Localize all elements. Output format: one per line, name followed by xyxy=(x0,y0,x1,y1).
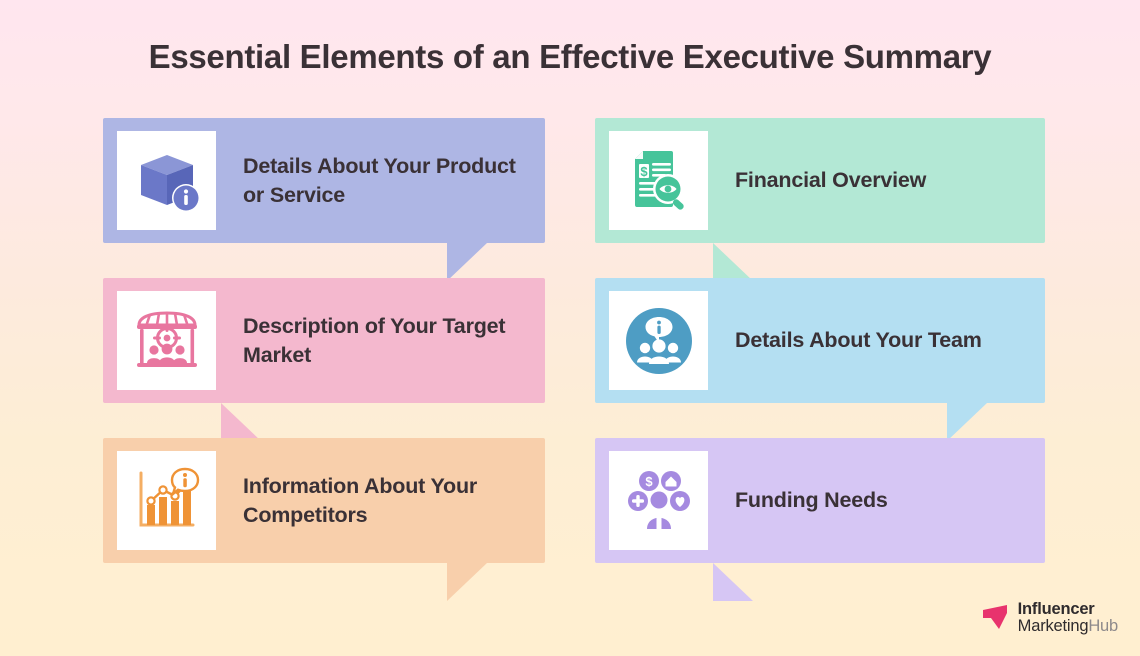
box-info-icon xyxy=(140,154,200,212)
bubble-tail xyxy=(713,563,753,601)
person-benefits-icon: $ xyxy=(627,470,690,529)
team-info-icon xyxy=(625,307,692,374)
card-funding-needs[interactable]: $ Funding Needs xyxy=(595,438,1045,601)
card-target-market[interactable]: Description of Your Target Market xyxy=(103,278,545,441)
storefront-target-icon xyxy=(136,310,197,367)
logo-wordmark: Influencer MarketingHub xyxy=(1017,599,1119,635)
card-competitors-info[interactable]: Information About Your Competitors xyxy=(103,438,545,601)
page-title: Essential Elements of an Effective Execu… xyxy=(148,38,992,75)
card-product-service[interactable]: Details About Your Product or Service xyxy=(103,118,545,281)
logo-hub: Hub xyxy=(1088,616,1118,635)
card-icon-box: $ xyxy=(609,451,708,550)
bubble-tail xyxy=(447,243,487,281)
bubble-tail xyxy=(447,563,487,601)
card-team-details[interactable]: Details About Your Team xyxy=(595,278,1045,441)
card-icon-box xyxy=(117,451,216,550)
card-label: Details About Your Product or Service xyxy=(243,154,516,207)
logo-arrow-icon xyxy=(982,599,1013,636)
svg-text:$: $ xyxy=(640,164,648,179)
card-icon-box: $ xyxy=(609,131,708,230)
logo-line-marketinghub: MarketingHub xyxy=(1017,616,1119,635)
card-icon-box xyxy=(609,291,708,390)
card-financial-overview[interactable]: $ Financial Overview xyxy=(595,118,1045,281)
card-label: Financial Overview xyxy=(735,168,927,193)
svg-text:$: $ xyxy=(645,474,653,489)
brand-logo[interactable]: Influencer MarketingHub xyxy=(982,599,1119,636)
logo-line-influencer: Influencer xyxy=(1017,599,1095,618)
card-icon-box xyxy=(117,291,216,390)
bubble-tail xyxy=(713,243,753,281)
card-label: Details About Your Team xyxy=(735,328,982,353)
bubble-tail xyxy=(221,403,261,441)
logo-marketing: Marketing xyxy=(1017,616,1089,635)
card-label: Description of Your Target Market xyxy=(243,314,506,367)
bubble-tail xyxy=(947,403,987,441)
bar-chart-info-icon xyxy=(139,467,199,526)
card-label: Information About Your Competitors xyxy=(243,474,478,527)
document-dollar-magnifier-icon: $ xyxy=(634,150,684,210)
card-icon-box xyxy=(117,131,216,230)
card-label: Funding Needs xyxy=(735,488,888,513)
